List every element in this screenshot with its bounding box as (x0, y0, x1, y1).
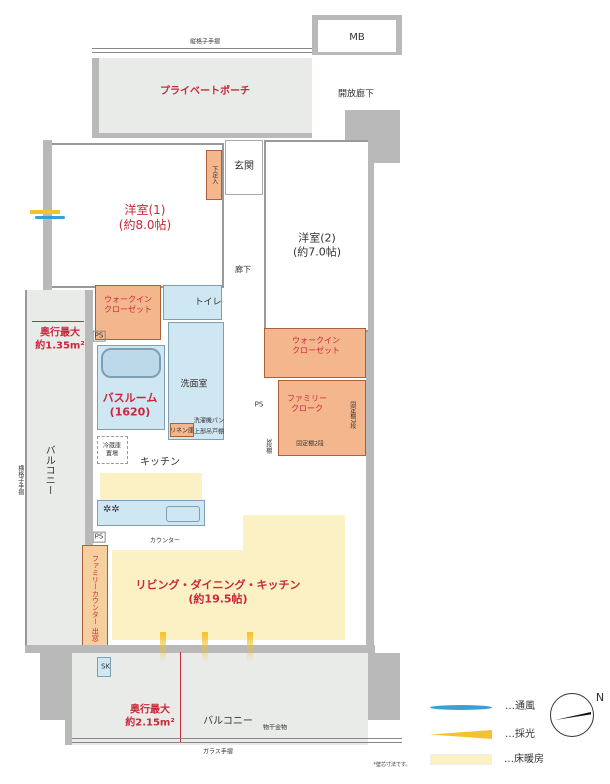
glass-rail-label: ガラス手摺 (203, 748, 233, 756)
family-counter (82, 545, 108, 653)
shelf-3-label: 3段棚 (264, 438, 272, 454)
left-balcony-label: バルコニー (43, 445, 55, 495)
stove-icon: ✲✲ (103, 504, 120, 515)
side-rail-label: 横格子手摺 (16, 465, 24, 495)
counter-label: カウンター (149, 537, 181, 545)
legend-light-label: …採光 (505, 728, 535, 740)
bathtub (101, 348, 161, 378)
light-marker (247, 632, 253, 662)
left-balcony (25, 290, 85, 645)
mb-box (318, 20, 396, 52)
legend-floor-heating-icon (430, 754, 492, 765)
ps-label-3: PS (92, 531, 106, 543)
ps-label-1: PS (92, 330, 106, 342)
floor-heating-ldk (112, 550, 345, 640)
slop-sink (97, 657, 111, 677)
private-porch (92, 58, 312, 138)
wall-left-room1 (43, 140, 52, 290)
light-marker (202, 632, 208, 662)
legend-light-icon (430, 730, 492, 739)
corridor-label: 廊下 (235, 265, 251, 274)
light-marker (160, 632, 166, 662)
washroom-label: 洗面室 (180, 379, 208, 390)
wall-left (85, 290, 93, 655)
legend-floor-heating-label: …床暖房 (504, 753, 544, 765)
entrance (225, 140, 263, 195)
wic1-label: ウォークイン クローゼット (104, 295, 152, 314)
shoe-box-label: 下足入 (210, 166, 218, 184)
porch-label: プライベートポーチ (160, 85, 250, 97)
family-cloak (278, 380, 366, 456)
top-rail-label: 縦格子手摺 (189, 38, 221, 46)
wall-bottom (25, 645, 375, 653)
bath-label: バスルーム(1620) (102, 391, 158, 418)
depth-arrow-left (32, 321, 84, 322)
linen-label: リネン庫 (169, 427, 195, 435)
compass (550, 693, 594, 737)
legend-wind-label: …通風 (505, 700, 535, 712)
entrance-label: 玄関 (234, 160, 254, 172)
ps-label-2: PS (254, 400, 264, 409)
legend-wind-icon (430, 705, 492, 710)
bottom-balcony-label: バルコニー (203, 715, 253, 727)
linen-closet (170, 423, 194, 437)
light-marker (30, 210, 60, 214)
fixed-shelf-7-label: 固定棚7段 (348, 401, 356, 429)
fixed-shelf-2-label: 固定棚2段 (296, 440, 324, 448)
washer-pan-label: 洗濯機パン (193, 417, 225, 425)
note: *壁芯寸法です。 (373, 761, 411, 768)
washroom (168, 322, 224, 440)
drying-hardware-label: 物干金物 (262, 724, 288, 732)
bottom-balcony (65, 653, 368, 745)
toilet-label: トイレ (194, 297, 222, 308)
compass-label: N (595, 691, 605, 705)
ldk-label: リビング・ダイニング・キッチン(約19.5帖) (135, 578, 301, 605)
family-counter-label: ファミリーカウンター 出窓 (91, 554, 100, 642)
top-rail (92, 48, 312, 53)
walk-in-closet-1 (95, 285, 161, 340)
fridge-space (97, 436, 128, 464)
room2-label: 洋室(2)(約7.0帖) (292, 231, 342, 258)
north-arrow-icon (555, 712, 591, 720)
room-2 (264, 140, 368, 332)
sink-icon (166, 506, 200, 522)
glass-rail (72, 738, 402, 743)
walk-in-closet-2 (264, 328, 366, 378)
fridge-label: 冷蔵庫 置場 (102, 442, 122, 458)
mb-label: MB (349, 31, 365, 43)
shoe-box (206, 150, 222, 200)
wind-marker (35, 216, 65, 219)
sk-label: SK (101, 662, 111, 671)
kitchen-label: キッチン (140, 456, 180, 468)
upper-cabinet-label: 上部吊戸棚 (193, 428, 225, 436)
family-cloak-label: ファミリー クローク (287, 394, 327, 413)
toilet (163, 285, 222, 320)
depth-left-label: 奥行最大約1.35m² (35, 327, 85, 352)
room-1 (52, 143, 224, 288)
room1-label: 洋室(1)(約8.0帖) (118, 203, 172, 232)
wic2-label: ウォークイン クローゼット (292, 336, 340, 355)
depth-bottom-label: 奥行最大約2.15m² (125, 704, 175, 729)
wall-right (366, 160, 374, 650)
depth-arrow-bottom (180, 652, 181, 742)
floor-heating-kitchen (100, 473, 202, 500)
open-corridor-label: 開放廊下 (337, 89, 375, 100)
